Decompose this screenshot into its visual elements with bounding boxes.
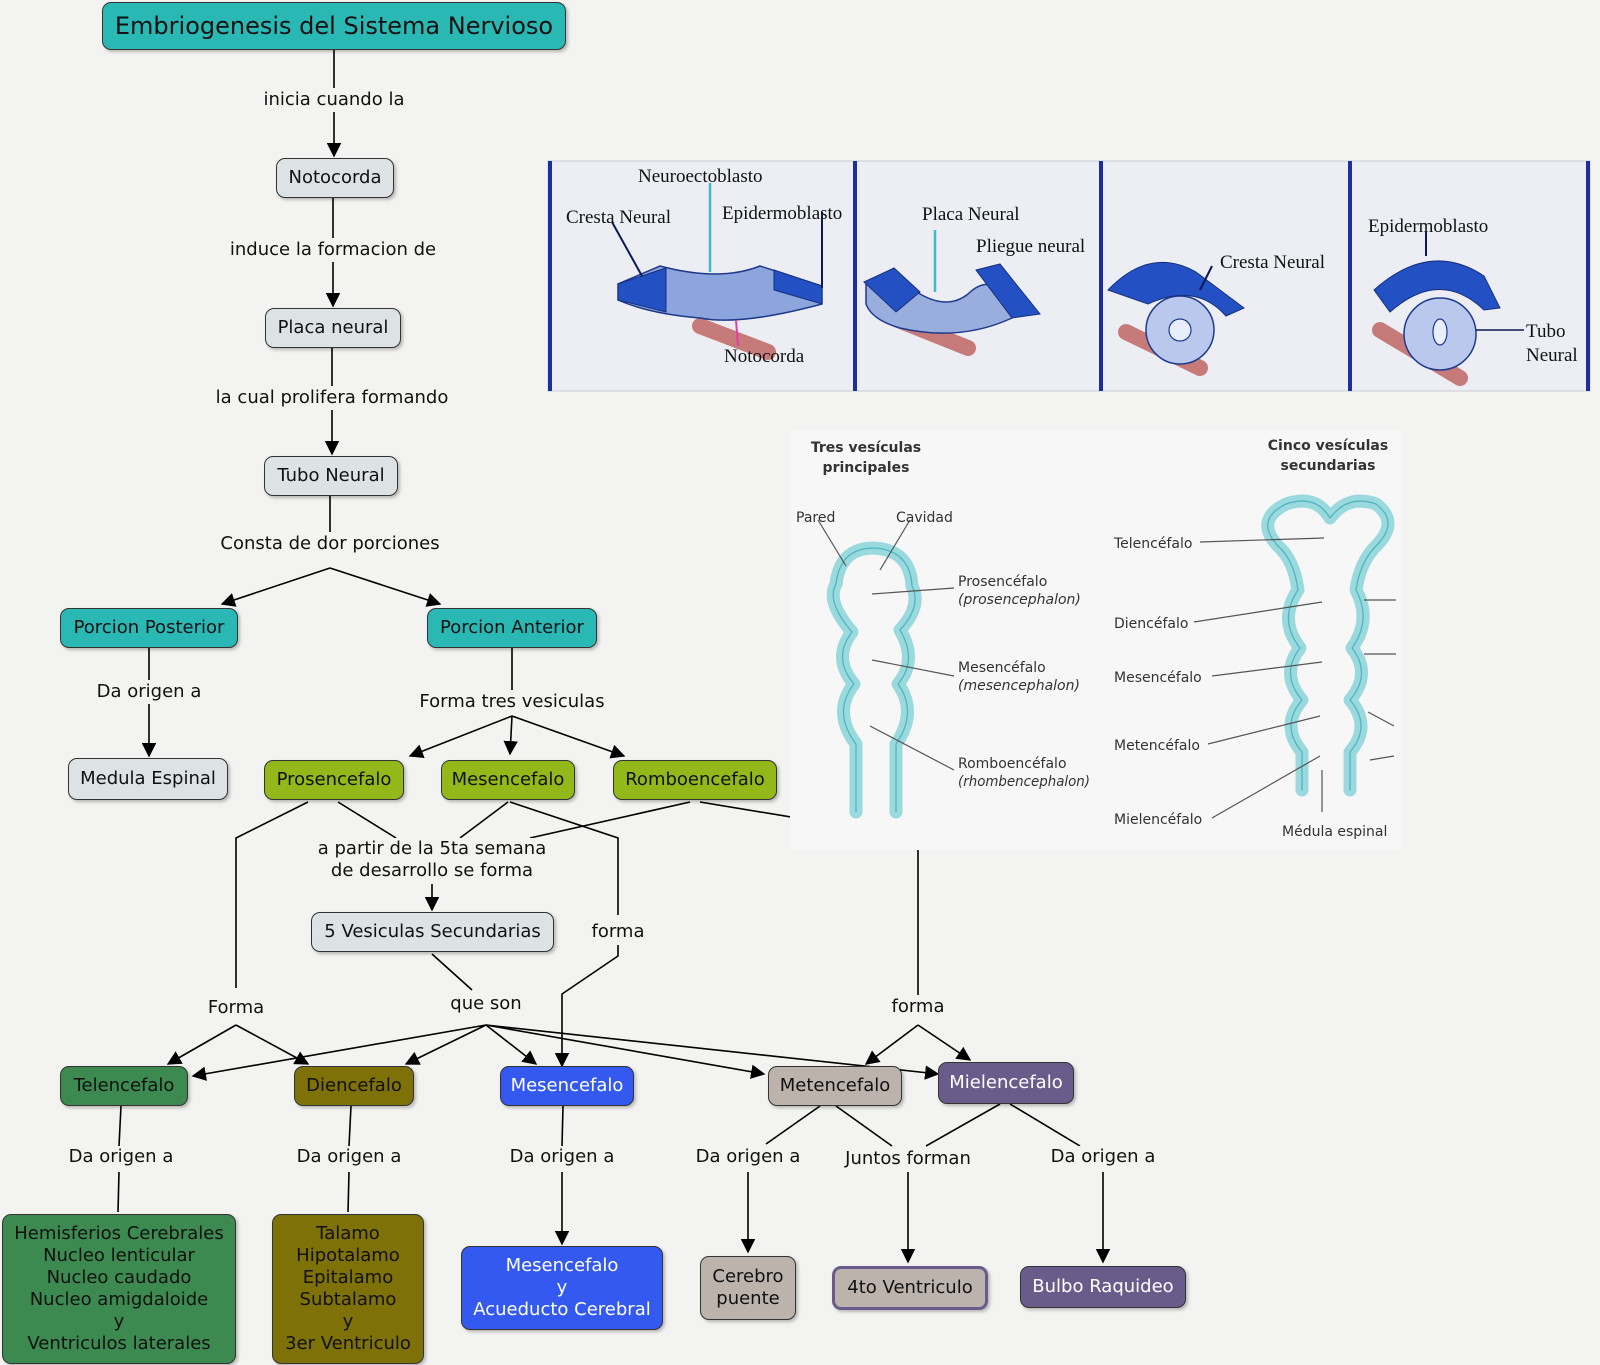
neurulation-figure: Neuroectoblasto Cresta Neural Epidermobl… (547, 160, 1591, 392)
placa-neural-node: Placa neural (265, 308, 401, 348)
title-node: Embriogenesis del Sistema Nervioso (102, 2, 566, 50)
label-prosencephalon: (prosencephalon) (958, 592, 1081, 608)
label-mesencefalo-fig-2: Mesencéfalo (1114, 670, 1202, 686)
mielencefalo-node: Mielencefalo (938, 1062, 1074, 1104)
label-epidermoblasto-1: Epidermoblasto (722, 203, 842, 224)
medula-espinal-node: Medula Espinal (68, 758, 228, 800)
link-da-origen-metencefalo: Da origen a (693, 1146, 803, 1168)
link-induce: induce la formacion de (227, 239, 439, 261)
mesencefalo-vesicle-node: Mesencefalo (441, 760, 575, 800)
label-placa-neural-fig: Placa Neural (922, 204, 1020, 225)
telencefalo-derivatives-node: Hemisferios Cerebrales Nucleo lenticular… (2, 1214, 236, 1364)
notocorda-node: Notocorda (276, 158, 394, 198)
label-prosencefalo-fig: Prosencéfalo (958, 574, 1047, 590)
porcion-anterior-node: Porcion Anterior (427, 608, 597, 648)
label-medula-espinal-fig: Médula espinal (1282, 824, 1387, 840)
label-mesencefalo-fig: Mesencéfalo (958, 660, 1046, 676)
vesiculas-secundarias-node: 5 Vesiculas Secundarias (311, 912, 554, 952)
link-consta: Consta de dor porciones (218, 533, 442, 555)
link-forma-prosencefalo: Forma (205, 997, 267, 1019)
link-da-origen-posterior: Da origen a (94, 681, 204, 703)
link-da-origen-mielencefalo: Da origen a (1048, 1146, 1158, 1168)
prosencefalo-node: Prosencefalo (264, 760, 404, 800)
mesencefalo-derivatives-node: Mesencefalo y Acueducto Cerebral (461, 1246, 663, 1330)
diencefalo-node: Diencefalo (294, 1066, 414, 1106)
label-mesencephalon: (mesencephalon) (958, 678, 1080, 694)
link-da-origen-telencefalo: Da origen a (66, 1146, 176, 1168)
label-epidermoblasto-2: Epidermoblasto (1368, 216, 1488, 237)
link-que-son: que son (448, 993, 524, 1015)
label-rhombencephalon: (rhombencephalon) (958, 774, 1090, 790)
link-da-origen-mesencefalo: Da origen a (507, 1146, 617, 1168)
cuarto-ventriculo-node: 4to Ventriculo (832, 1266, 988, 1310)
link-a-partir: a partir de la 5ta semana de desarrollo … (315, 838, 549, 882)
metencefalo-node: Metencefalo (768, 1066, 902, 1106)
telencefalo-node: Telencefalo (60, 1066, 188, 1106)
label-metencefalo-fig: Metencéfalo (1114, 738, 1200, 754)
label-neuroectoblasto: Neuroectoblasto (638, 166, 763, 187)
romboencefalo-node: Romboencefalo (613, 760, 777, 800)
link-prolifera: la cual prolifera formando (213, 387, 451, 409)
link-forma-romboencefalo: forma (889, 996, 947, 1018)
label-pared: Pared (796, 510, 835, 526)
tubo-neural-node: Tubo Neural (264, 456, 398, 496)
label-cresta-neural-1: Cresta Neural (566, 207, 671, 228)
label-notocorda-fig: Notocorda (724, 346, 805, 367)
label-telencefalo-fig: Telencéfalo (1113, 536, 1192, 552)
porcion-posterior-node: Porcion Posterior (60, 608, 238, 648)
cerebro-puente-node: Cerebro puente (700, 1256, 796, 1320)
mesencefalo-secondary-node: Mesencefalo (500, 1066, 634, 1106)
label-cavidad: Cavidad (896, 510, 953, 526)
link-forma-tres: Forma tres vesiculas (417, 691, 607, 713)
label-cresta-neural-2: Cresta Neural (1220, 252, 1325, 273)
link-da-origen-diencefalo: Da origen a (294, 1146, 404, 1168)
label-diencefalo-fig: Diencéfalo (1114, 616, 1188, 632)
label-pliegue-neural: Pliegue neural (976, 236, 1085, 257)
label-romboencefalo-fig: Romboencéfalo (958, 756, 1067, 772)
link-juntos-forman: Juntos forman (843, 1148, 973, 1170)
link-inicia: inicia cuando la (261, 89, 407, 111)
bulbo-raquideo-node: Bulbo Raquideo (1020, 1266, 1186, 1308)
diencefalo-derivatives-node: Talamo Hipotalamo Epitalamo Subtalamo y … (272, 1214, 424, 1364)
link-forma-mesencefalo: forma (589, 921, 647, 943)
label-mielencefalo-fig: Mielencéfalo (1114, 812, 1202, 828)
